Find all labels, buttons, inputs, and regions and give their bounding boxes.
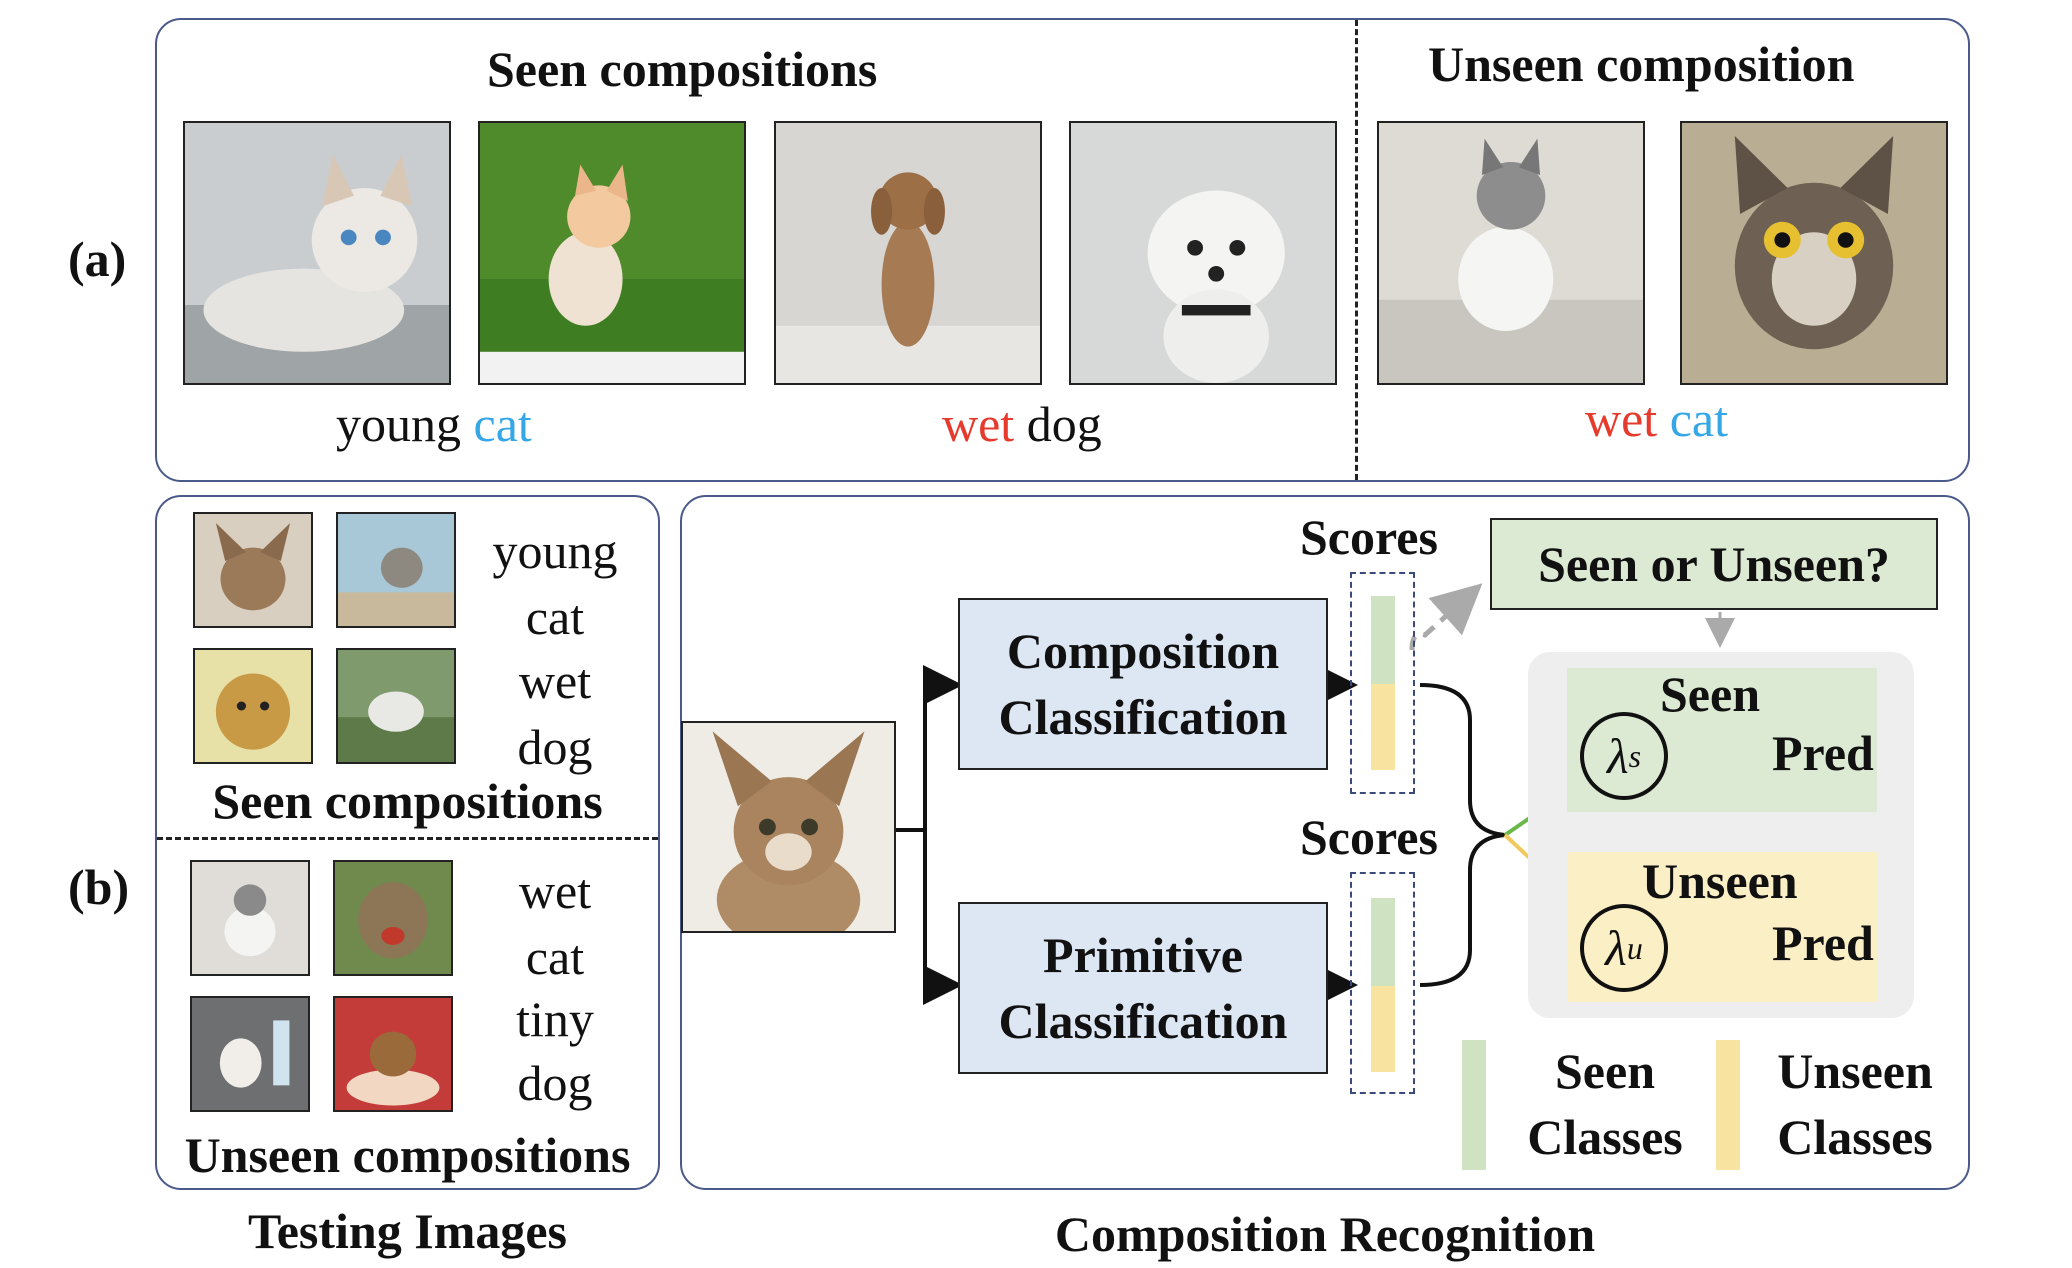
caption-wet-dog: wet dog (942, 395, 1102, 453)
lambda-u-symbol: λ (1605, 920, 1627, 976)
panel-a-divider (1355, 20, 1358, 480)
panel-b-label: (b) (68, 859, 130, 915)
test-seen-thumb-1 (193, 512, 313, 628)
scores-label-top: Scores (1300, 509, 1438, 565)
composition-recognition-caption: Composition Recognition (1054, 1206, 1596, 1262)
legend-seen-swatch (1462, 1040, 1486, 1170)
attr-wet: wet (942, 396, 1015, 452)
legend-unseen-line-2: Classes (1777, 1109, 1933, 1165)
test-unseen-word-2: cat (525, 929, 585, 985)
attr-wet: wet (1585, 391, 1658, 447)
testing-divider (157, 837, 658, 840)
classifier-to-scores-arrow (1318, 665, 1358, 1005)
score-bar-bottom-dashed-box (1350, 872, 1415, 1094)
photo-wet-cat-1 (1377, 121, 1645, 385)
test-seen-word-1: young (492, 523, 618, 579)
unseen-composition-title: Unseen composition (1428, 36, 1855, 92)
test-unseen-word-4: dog (517, 1055, 593, 1111)
test-unseen-thumb-4 (333, 996, 453, 1112)
obj-cat: cat (1669, 391, 1728, 447)
score-bar-bottom-seen (1371, 898, 1395, 986)
score-bar-top-dashed-box (1350, 572, 1415, 794)
test-seen-word-4: dog (517, 719, 593, 775)
legend-seen-line-1: Seen (1555, 1043, 1655, 1099)
photo-young-cat-1 (183, 121, 451, 385)
question-text: Seen or Unseen? (1538, 536, 1890, 592)
composition-box-line-1: Composition (1006, 623, 1280, 679)
primitive-box-line-1: Primitive (1043, 927, 1243, 983)
test-seen-word-2: cat (525, 589, 585, 645)
score-bar-top-unseen (1371, 684, 1395, 770)
test-unseen-thumb-1 (190, 860, 310, 976)
seen-branch-title: Seen (1660, 666, 1760, 722)
photo-wet-dog-1 (774, 121, 1042, 385)
photo-wet-dog-2 (1069, 121, 1337, 385)
test-unseen-title: Unseen compositions (184, 1127, 631, 1183)
question-dashed-arrow (1409, 583, 1483, 651)
legend-unseen-line-1: Unseen (1777, 1043, 1933, 1099)
scores-label-bottom: Scores (1300, 809, 1438, 865)
test-seen-thumb-2 (336, 512, 456, 628)
obj-cat: cat (473, 396, 532, 452)
input-cat-image (681, 721, 896, 933)
unseen-branch-title: Unseen (1642, 853, 1798, 909)
primitive-classification-box: Primitive Classification (958, 902, 1328, 1074)
seen-pred-label: Pred (1772, 725, 1874, 781)
caption-young-cat: young cat (336, 395, 532, 453)
test-unseen-word-1: wet (518, 863, 592, 919)
legend-seen-line-2: Classes (1527, 1109, 1683, 1165)
primitive-box-line-2: Classification (998, 993, 1288, 1049)
lambda-s-subscript: s (1628, 737, 1642, 774)
legend-unseen-swatch (1716, 1040, 1740, 1170)
seen-compositions-title: Seen compositions (487, 41, 878, 97)
composition-box-line-2: Classification (998, 689, 1288, 745)
composition-classification-box: Composition Classification (958, 598, 1328, 770)
testing-images-caption: Testing Images (247, 1203, 568, 1259)
panel-a-label: (a) (68, 231, 127, 287)
score-bar-top-seen (1371, 596, 1395, 684)
panel-a (155, 18, 1970, 482)
unseen-pred-label: Pred (1772, 915, 1874, 971)
obj-dog: dog (1026, 396, 1102, 452)
photo-young-cat-2 (478, 121, 746, 385)
attr-young: young (336, 396, 461, 452)
test-seen-thumb-3 (193, 648, 313, 764)
test-unseen-word-3: tiny (516, 991, 594, 1047)
test-seen-thumb-4 (336, 648, 456, 764)
photo-wet-cat-2 (1680, 121, 1948, 385)
seen-or-unseen-question-box: Seen or Unseen? (1490, 518, 1938, 610)
test-unseen-thumb-3 (190, 996, 310, 1112)
lambda-s-symbol: λ (1606, 728, 1629, 784)
lambda-u-subscript: u (1626, 929, 1643, 966)
score-bar-bottom-unseen (1371, 986, 1395, 1072)
test-unseen-thumb-2 (333, 860, 453, 976)
input-to-classifiers-arrow (896, 665, 963, 1005)
testing-images-panel (155, 495, 660, 1190)
test-seen-title: Seen compositions (212, 773, 603, 829)
test-seen-word-3: wet (518, 653, 592, 709)
caption-wet-cat: wet cat (1585, 390, 1728, 448)
